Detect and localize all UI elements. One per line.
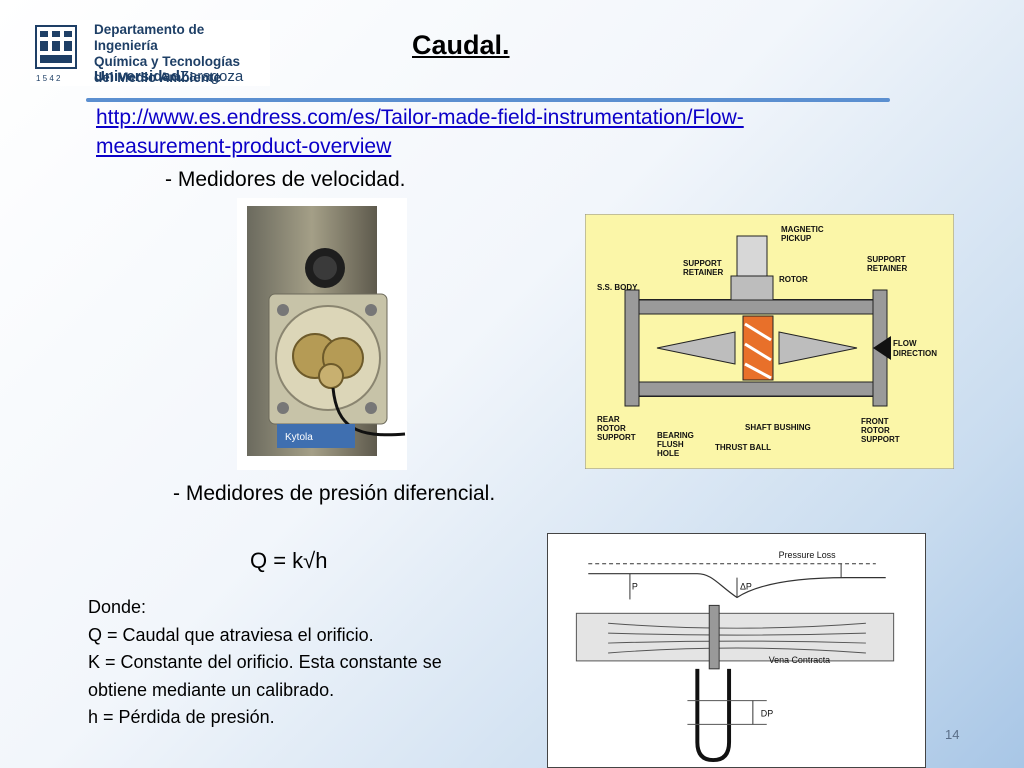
- label-bearing-flush-hole: BEARING: [657, 431, 694, 440]
- label-delta-p: ΔP: [740, 582, 752, 592]
- label-rear-rotor-support: REAR: [597, 415, 620, 424]
- label-p: P: [632, 582, 638, 592]
- velocity-meters-heading: - Medidores de velocidad.: [165, 168, 406, 191]
- label-rear-rotor-support: SUPPORT: [597, 433, 636, 442]
- formula-description: Donde: Q = Caudal que atraviesa el orifi…: [88, 594, 508, 732]
- label-thrust-ball: THRUST BALL: [715, 443, 771, 452]
- turbine-flowmeter-diagram: MAGNETIC PICKUP SUPPORT RETAINER SUPPORT…: [585, 214, 954, 469]
- page-number: 14: [945, 727, 960, 742]
- orifice-plate-diagram: Pressure Loss P ΔP Vena Contracta DP: [547, 533, 926, 768]
- label-magnetic-pickup: MAGNETIC: [781, 225, 824, 234]
- label-vena-contracta: Vena Contracta: [769, 655, 830, 665]
- university-crest-icon: 1 5 4 2: [35, 25, 77, 83]
- university-name: UniversidadZaragoza: [94, 68, 243, 85]
- label-magnetic-pickup: PICKUP: [781, 234, 812, 243]
- university-name-rest: Zaragoza: [179, 68, 244, 85]
- label-front-rotor-support: SUPPORT: [861, 435, 900, 444]
- description-line: Q = Caudal que atraviesa el orificio.: [88, 624, 374, 645]
- description-line: Donde:: [88, 597, 147, 617]
- label-support-retainer-left: RETAINER: [683, 268, 724, 277]
- product-overview-link[interactable]: http://www.es.endress.com/es/Tailor-made…: [96, 106, 744, 158]
- flowmeter-photo: Kytola: [237, 198, 407, 470]
- formula-text: Q = k√h: [250, 548, 328, 573]
- label-bearing-flush-hole: HOLE: [657, 449, 680, 458]
- label-shaft-bushing: SHAFT BUSHING: [745, 423, 811, 432]
- label-pressure-loss: Pressure Loss: [779, 550, 836, 560]
- title-divider: [86, 98, 890, 102]
- description-line: K = Constante del orificio. Esta constan…: [88, 652, 442, 672]
- label-flow-direction: FLOW: [893, 339, 917, 348]
- label-support-retainer-left: SUPPORT: [683, 259, 722, 268]
- label-front-rotor-support: ROTOR: [861, 426, 890, 435]
- label-support-retainer-right: RETAINER: [867, 264, 908, 273]
- department-name: Departamento de Ingeniería Química y Tec…: [94, 22, 270, 86]
- label-bearing-flush-hole: FLUSH: [657, 440, 684, 449]
- university-logo: 1 5 4 2 Departamento de Ingeniería Quími…: [30, 20, 270, 86]
- label-dp: DP: [761, 708, 773, 718]
- description-line: h = Pérdida de presión.: [88, 707, 275, 727]
- flow-formula: Q = k√h: [250, 548, 328, 573]
- department-line: Departamento de Ingeniería: [94, 22, 205, 53]
- photo-label: Kytola: [285, 432, 313, 443]
- label-rear-rotor-support: ROTOR: [597, 424, 626, 433]
- label-front-rotor-support: FRONT: [861, 417, 889, 426]
- logo-year: 1 5 4 2: [36, 74, 61, 83]
- slide-title: Caudal.: [412, 30, 510, 60]
- department-line: Química y Tecnologías: [94, 54, 241, 69]
- label-flow-direction: DIRECTION: [893, 349, 937, 358]
- label-ss-body: S.S. BODY: [597, 283, 638, 292]
- label-rotor: ROTOR: [779, 275, 808, 284]
- label-support-retainer-right: SUPPORT: [867, 255, 906, 264]
- department-line: del Medio Ambiente: [94, 70, 222, 85]
- university-name-bold: Universidad: [94, 68, 180, 85]
- differential-pressure-heading: - Medidores de presión diferencial.: [173, 482, 496, 505]
- description-line: obtiene mediante un calibrado.: [88, 679, 335, 700]
